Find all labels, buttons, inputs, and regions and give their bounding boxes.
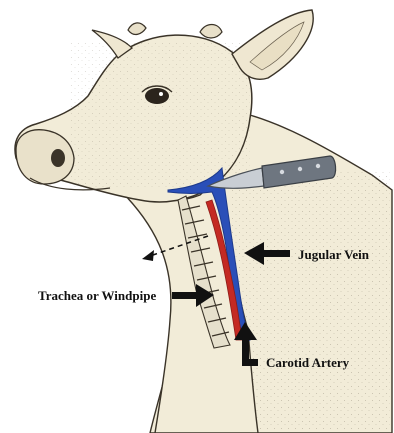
- left-horn: [128, 23, 146, 35]
- label-carotid-artery: Carotid Artery: [266, 355, 350, 370]
- right-horn: [200, 25, 222, 39]
- head-stipple: [70, 40, 250, 190]
- label-trachea: Trachea or Windpipe: [38, 288, 156, 303]
- eye-highlight: [159, 92, 163, 96]
- eye: [145, 88, 169, 104]
- nostril: [51, 149, 65, 167]
- label-jugular-vein: Jugular Vein: [298, 247, 370, 262]
